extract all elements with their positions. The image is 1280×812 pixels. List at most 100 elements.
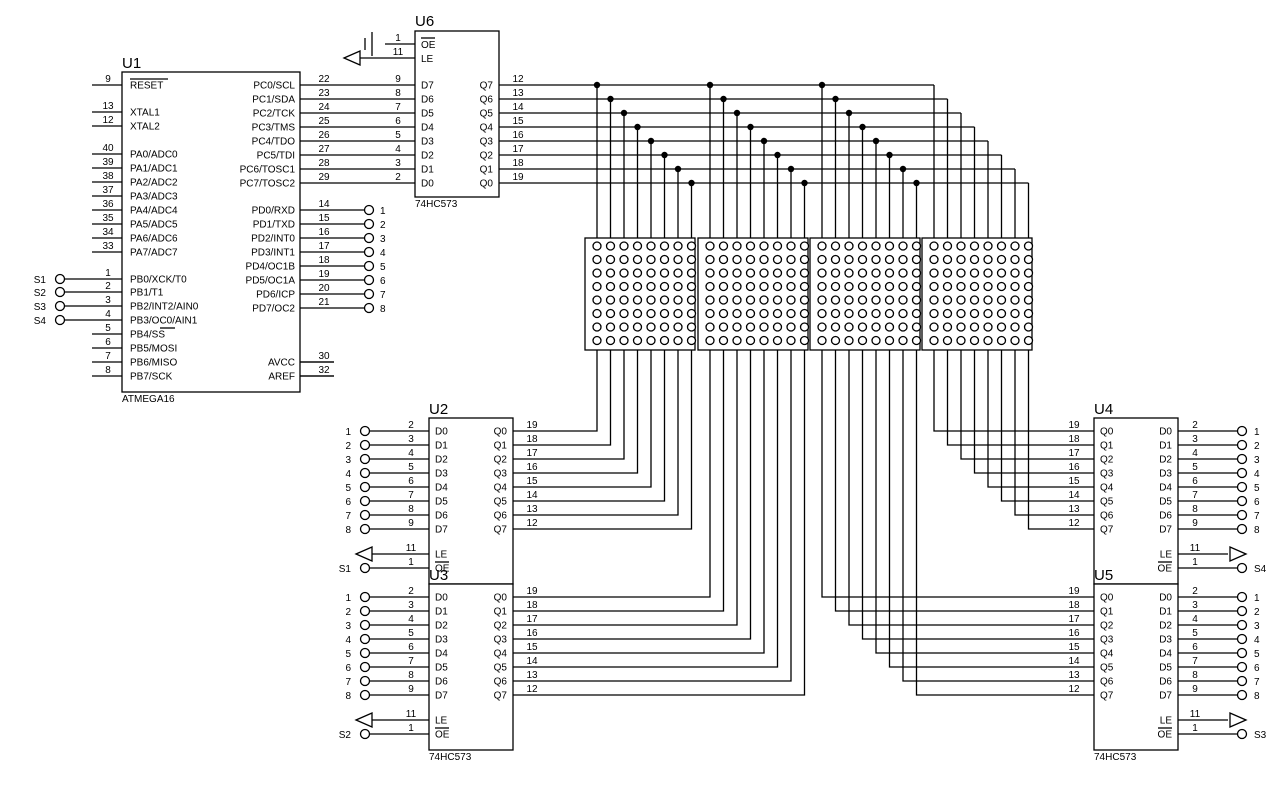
led-matrix-module	[809, 237, 922, 351]
select-terminal[interactable]	[1236, 562, 1248, 574]
select-terminal[interactable]	[1236, 728, 1248, 740]
input-terminal[interactable]	[1236, 633, 1248, 645]
latch-u5-pin-number: 14	[1068, 656, 1080, 667]
u1-pin-number: 7	[105, 351, 111, 362]
input-terminal[interactable]	[1236, 605, 1248, 617]
u6-pin-name: Q7	[480, 81, 494, 92]
input-terminal[interactable]	[359, 675, 371, 687]
input-terminal[interactable]	[359, 425, 371, 437]
junction-dot	[661, 151, 668, 159]
pd-terminal[interactable]	[363, 246, 375, 258]
pd-terminal[interactable]	[363, 260, 375, 272]
led-dot	[1023, 268, 1034, 278]
input-terminal-label: 7	[345, 511, 351, 522]
led-dot	[592, 322, 602, 332]
input-terminal[interactable]	[359, 453, 371, 465]
latch-u2-pin-name: D5	[435, 497, 448, 508]
latch-u2-pin-number: 7	[408, 490, 414, 501]
select-terminal[interactable]	[359, 562, 371, 574]
led-dot	[799, 308, 810, 319]
led-dot	[911, 268, 922, 278]
latch-u3-pin-name: D1	[435, 607, 448, 618]
led-dot	[884, 295, 895, 305]
input-terminal[interactable]	[359, 481, 371, 493]
select-terminal[interactable]	[359, 728, 371, 740]
pd-terminal[interactable]	[363, 274, 375, 286]
input-terminal[interactable]	[1236, 523, 1248, 535]
pd-terminal[interactable]	[363, 204, 375, 216]
pb-terminal[interactable]	[54, 300, 66, 312]
input-terminal[interactable]	[1236, 453, 1248, 465]
led-dot	[969, 254, 980, 265]
column-wire	[861, 350, 1094, 640]
input-terminal[interactable]	[1236, 661, 1248, 673]
input-terminal[interactable]	[359, 619, 371, 631]
input-terminal[interactable]	[359, 509, 371, 521]
input-terminal[interactable]	[1236, 509, 1248, 521]
led-dot	[772, 268, 783, 278]
u1-pin-number: 29	[318, 172, 330, 183]
input-terminal[interactable]	[1236, 495, 1248, 507]
led-dot	[884, 281, 895, 292]
latch-u2-pin-number: 13	[526, 504, 538, 515]
latch-u5-pin-number: 1	[1192, 723, 1198, 734]
led-dot	[857, 308, 868, 319]
pd-terminal[interactable]	[363, 218, 375, 230]
input-terminal[interactable]	[1236, 647, 1248, 659]
led-dot	[1010, 335, 1020, 346]
pb-terminal[interactable]	[54, 314, 66, 326]
u1-pin-number: 22	[318, 74, 330, 85]
latch-u4-pin-name: Q2	[1100, 455, 1114, 466]
input-terminal[interactable]	[359, 689, 371, 701]
latch-u4-pin-number: 15	[1068, 476, 1080, 487]
column-wire	[1027, 350, 1094, 530]
led-dot	[911, 308, 922, 319]
led-dot	[718, 322, 729, 332]
u1-pin-name: PB7/SCK	[130, 372, 173, 383]
input-terminal[interactable]	[1236, 425, 1248, 437]
u6-pin-number: 8	[395, 88, 401, 99]
pd-terminal-label: 6	[380, 276, 386, 287]
pd-terminal[interactable]	[363, 232, 375, 244]
pd-terminal[interactable]	[363, 288, 375, 300]
u1-pin-number: 14	[318, 199, 330, 210]
u1-pin-name: PC4/TDO	[252, 137, 296, 148]
u6-pin-name: D1	[421, 165, 434, 176]
input-terminal[interactable]	[359, 591, 371, 603]
pd-terminal[interactable]	[363, 302, 375, 314]
led-dot	[605, 322, 616, 332]
input-terminal[interactable]	[1236, 689, 1248, 701]
led-dot	[929, 268, 939, 278]
input-terminal[interactable]	[359, 523, 371, 535]
input-terminal[interactable]	[1236, 619, 1248, 631]
led-dot	[619, 295, 629, 305]
pb-terminal[interactable]	[54, 286, 66, 298]
led-dot	[1023, 335, 1034, 346]
input-terminal[interactable]	[1236, 481, 1248, 493]
input-terminal[interactable]	[359, 661, 371, 673]
input-terminal[interactable]	[1236, 591, 1248, 603]
u6-pin-number: 15	[512, 116, 524, 127]
led-dot	[1010, 295, 1020, 305]
input-terminal[interactable]	[359, 633, 371, 645]
pb-terminal[interactable]	[54, 273, 66, 285]
input-terminal[interactable]	[359, 605, 371, 617]
u1-pin-number: 4	[105, 309, 111, 320]
u1-pin-number: 37	[102, 185, 114, 196]
led-dot	[830, 268, 841, 278]
input-terminal[interactable]	[1236, 675, 1248, 687]
u1-pin-name: PA6/ADC6	[130, 234, 178, 245]
input-terminal[interactable]	[359, 647, 371, 659]
latch-u3-pin-number: 5	[408, 628, 414, 639]
led-dot	[592, 308, 602, 319]
input-terminal[interactable]	[359, 495, 371, 507]
latch-u2-pin-name: D3	[435, 469, 448, 480]
input-terminal[interactable]	[1236, 439, 1248, 451]
input-terminal[interactable]	[359, 467, 371, 479]
u6-pin-number: 6	[395, 116, 401, 127]
junction-dot	[647, 137, 655, 145]
input-terminal[interactable]	[359, 439, 371, 451]
input-terminal[interactable]	[1236, 467, 1248, 479]
latch-u3-pin-number: 9	[408, 684, 414, 695]
